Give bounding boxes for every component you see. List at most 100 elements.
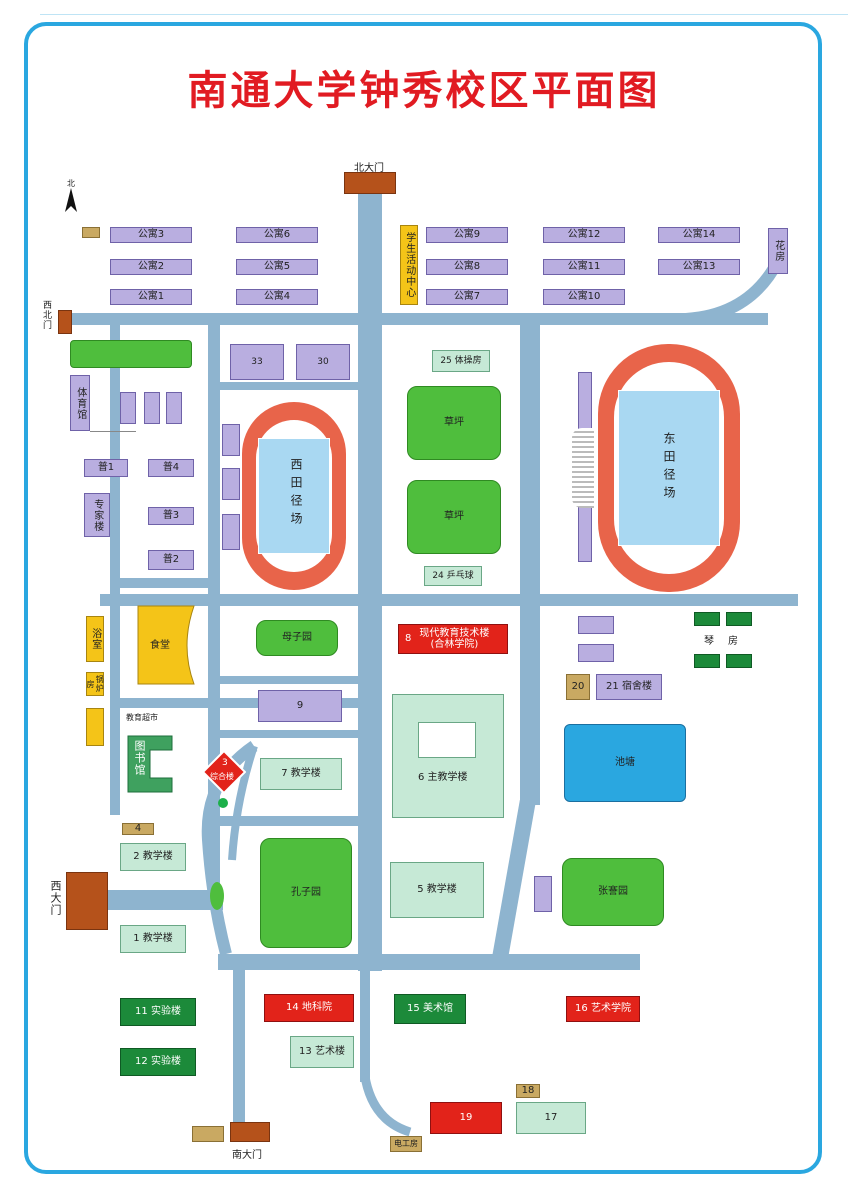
north-arrow-icon [65, 188, 77, 212]
dorm-9[interactable]: 公寓9 [426, 227, 508, 243]
west-field-grass [258, 438, 330, 554]
bench-8 [578, 644, 614, 662]
building-33[interactable]: 33 [230, 344, 284, 380]
building-17[interactable]: 17 [516, 1102, 586, 1134]
dorm-14[interactable]: 公寓14 [658, 227, 740, 243]
muzi-garden[interactable]: 母子园 [256, 620, 338, 656]
map-title: 南通大学钟秀校区平面图 [187, 67, 661, 114]
lab-building-11[interactable]: 11 实验楼 [120, 998, 196, 1026]
art-museum-15[interactable]: 15 美术馆 [394, 994, 466, 1024]
green-oval [210, 882, 224, 910]
bench-4 [222, 424, 240, 456]
kongzi-garden[interactable]: 孔子园 [260, 838, 352, 948]
expert-building[interactable]: 专家楼 [84, 493, 110, 537]
pu-4[interactable]: 普4 [148, 459, 194, 477]
dorm-6[interactable]: 公寓6 [236, 227, 318, 243]
art-college-16[interactable]: 16 艺术学院 [566, 996, 640, 1022]
art-building-13[interactable]: 13 艺术楼 [290, 1036, 354, 1068]
piano-room-block-2 [726, 612, 752, 626]
pu-2[interactable]: 普2 [148, 550, 194, 570]
gymnastics-hall-25[interactable]: 25 体操房 [432, 350, 490, 372]
south-gate[interactable] [230, 1122, 270, 1142]
road-west-gate-ew [108, 890, 223, 910]
east-field-grass [618, 390, 720, 546]
west-gate[interactable] [66, 872, 108, 930]
dormitory-21[interactable]: 21 宿舍楼 [596, 674, 662, 700]
teaching-building-2[interactable]: 2 教学楼 [120, 843, 186, 871]
canteen-shape [137, 605, 195, 685]
road-southwest-ns [233, 962, 245, 1126]
dorm-7[interactable]: 公寓7 [426, 289, 508, 305]
electrician-room[interactable]: 电工房 [390, 1136, 422, 1152]
dorm-13[interactable]: 公寓13 [658, 259, 740, 275]
complex-building-3-number[interactable]: 3 [222, 758, 228, 768]
bench-9 [534, 876, 552, 912]
road-west-ew-lower [110, 698, 360, 708]
teaching-building-7[interactable]: 7 教学楼 [260, 758, 342, 790]
dorm-4[interactable]: 公寓4 [236, 289, 318, 305]
building-18[interactable]: 18 [516, 1084, 540, 1098]
northwest-gate[interactable] [58, 310, 72, 334]
geo-science-building-14[interactable]: 14 地科院 [264, 994, 354, 1022]
northwest-gate-label: 西北门 [41, 300, 51, 330]
pond[interactable]: 池塘 [564, 724, 686, 802]
south-gate-label: 南大门 [232, 1150, 262, 1161]
bench-7 [578, 616, 614, 634]
modern-edu-tech-building[interactable]: 8 现代教育技术楼 (合林学院) [398, 624, 508, 654]
building-19[interactable]: 19 [430, 1102, 502, 1134]
library[interactable]: 图书馆 [133, 740, 146, 776]
boiler-room[interactable]: 锅炉房 [86, 672, 104, 696]
piano-room-block-1 [694, 612, 720, 626]
dorm-2[interactable]: 公寓2 [110, 259, 192, 275]
north-gate-label: 北大门 [354, 163, 384, 174]
zhangjian-garden[interactable]: 张謇园 [562, 858, 664, 926]
lab-building-12[interactable]: 12 实验楼 [120, 1048, 196, 1076]
dorm-12[interactable]: 公寓12 [543, 227, 625, 243]
table-tennis-24[interactable]: 24 乒乓球 [424, 566, 482, 586]
road-inner-ew-4 [218, 816, 360, 826]
dorm-11[interactable]: 公寓11 [543, 259, 625, 275]
dorm-5[interactable]: 公寓5 [236, 259, 318, 275]
flower-house[interactable]: 花房 [768, 228, 788, 274]
green-strip-nw [70, 340, 192, 368]
student-activity-center[interactable]: 学生活动中心 [400, 225, 418, 305]
piano-room-block-3 [694, 654, 720, 668]
piano-room-label[interactable]: 琴房 [704, 636, 752, 647]
road-south-ew [218, 954, 640, 970]
building-9[interactable]: 9 [258, 690, 342, 722]
dorm-3[interactable]: 公寓3 [110, 227, 192, 243]
road-inner-ew-1 [218, 382, 360, 390]
building-20[interactable]: 20 [566, 674, 590, 700]
canteen[interactable]: 食堂 [150, 640, 170, 651]
west-track-label: 西田径场 [289, 458, 303, 530]
complex-building-3-diamond [202, 750, 246, 794]
building-30[interactable]: 30 [296, 344, 350, 380]
piano-room-block-4 [726, 654, 752, 668]
yellow-bar-west [86, 708, 104, 746]
road-east-west-middle [100, 594, 798, 606]
building-4[interactable]: 4 [122, 823, 154, 835]
road-east-ns [520, 325, 540, 805]
supermarket-label[interactable]: 教育超市 [126, 713, 158, 722]
dorm-10[interactable]: 公寓10 [543, 289, 625, 305]
teaching-building-5[interactable]: 5 教学楼 [390, 862, 484, 918]
road-east-diagonal [492, 800, 536, 960]
dorm-8[interactable]: 公寓8 [426, 259, 508, 275]
road-main-north-south [358, 193, 382, 971]
pu-1[interactable]: 普1 [84, 459, 128, 477]
lawn-2[interactable]: 草坪 [407, 480, 501, 554]
main-teaching-courtyard [418, 722, 476, 758]
bench-1 [120, 392, 136, 424]
bathhouse[interactable]: 浴室 [86, 616, 104, 662]
pu-3[interactable]: 普3 [148, 507, 194, 525]
stand-steps [572, 428, 594, 508]
lawn-1[interactable]: 草坪 [407, 386, 501, 460]
teaching-building-1[interactable]: 1 教学楼 [120, 925, 186, 953]
gymnasium[interactable]: 体育馆 [70, 375, 90, 431]
compass-label: 北 [67, 179, 75, 188]
building-8-line2: (合林学院) [430, 639, 479, 650]
north-gate[interactable] [344, 172, 396, 194]
dorm-1[interactable]: 公寓1 [110, 289, 192, 305]
road-west-ew-upper [110, 578, 210, 588]
